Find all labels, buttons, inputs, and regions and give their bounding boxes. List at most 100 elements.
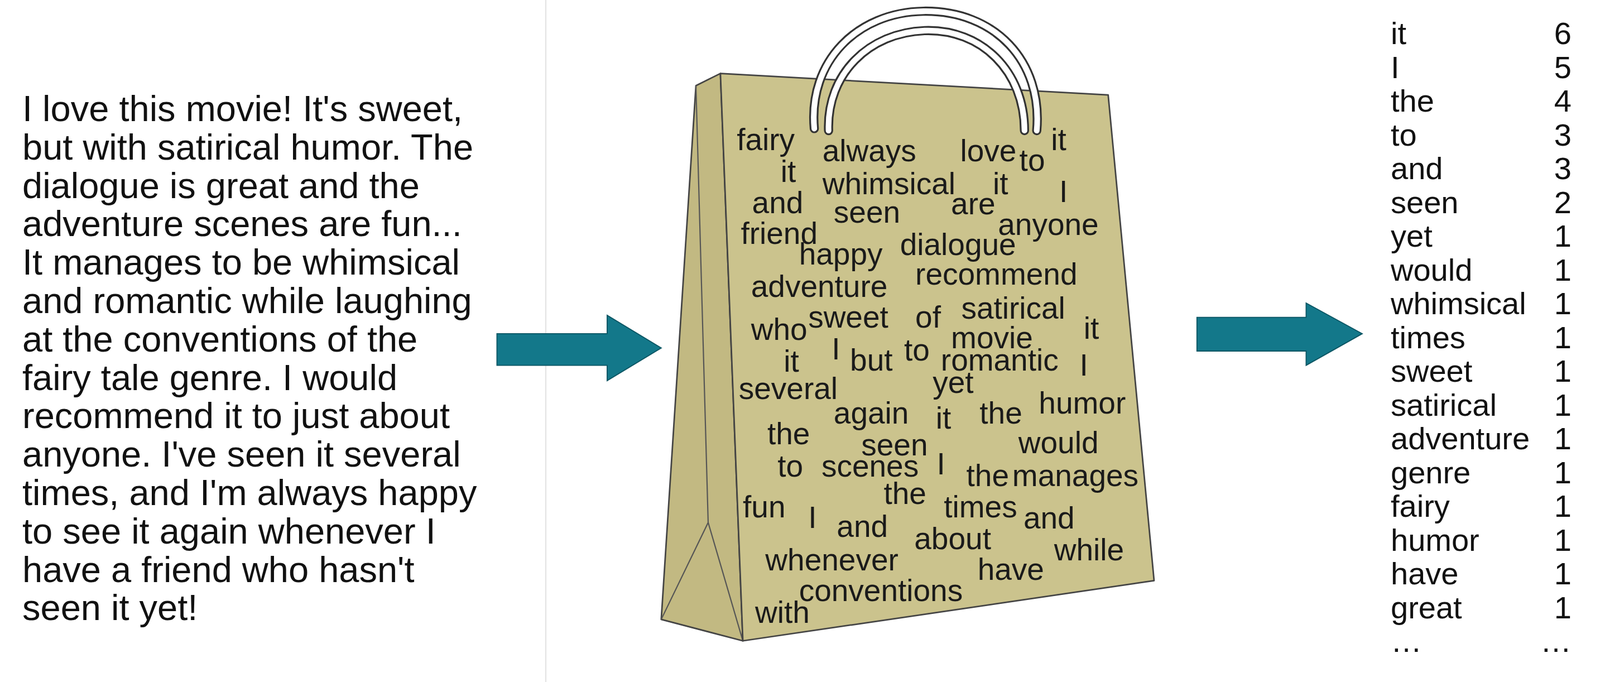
count-cell: 2 (1495, 185, 1572, 220)
count-cell: 1 (1495, 421, 1572, 456)
bag-word: humor (1038, 387, 1126, 419)
bag-word: it (1083, 313, 1100, 344)
word-cell: sweet (1390, 354, 1473, 388)
bag-word: to (904, 334, 930, 366)
count-cell: 1 (1495, 489, 1572, 523)
bag-word: to (777, 450, 804, 482)
bag-word: I (1079, 349, 1088, 381)
bag-word: always (822, 135, 917, 167)
bag-word: but (849, 344, 893, 376)
count-cell: 1 (1495, 556, 1572, 591)
bag-word: satirical (961, 292, 1065, 324)
bag-front (720, 73, 1155, 642)
bag-word: adventure (751, 271, 888, 302)
bag-word: I (1059, 176, 1068, 208)
count-cell: 1 (1495, 320, 1572, 355)
word-cell: the (1390, 84, 1435, 118)
bag-fold (708, 522, 743, 641)
bag-word: yet (932, 367, 974, 398)
bag-word: whimsical (822, 168, 956, 200)
count-cell: 1 (1495, 455, 1572, 490)
bag-word: it (783, 346, 800, 377)
bag-word: have (977, 554, 1045, 585)
word-cell: it (1390, 16, 1407, 51)
word-cell: great (1390, 591, 1463, 625)
bag-word: again (833, 397, 910, 429)
count-cell: 1 (1495, 388, 1572, 422)
bag-word: I (808, 502, 817, 533)
bag-word: and (836, 511, 888, 542)
count-cell: 1 (1495, 523, 1572, 557)
count-cell: … (1495, 624, 1572, 658)
bag-word: conventions (799, 575, 964, 607)
bag-word: fairy (736, 124, 795, 156)
bag-word: happy (799, 238, 883, 270)
bag-word: of (915, 301, 941, 333)
bag-handle (828, 30, 1025, 131)
word-cell: humor (1390, 523, 1480, 557)
bag-fold (661, 85, 709, 620)
count-cell: 5 (1495, 50, 1572, 85)
bag-word: to (1019, 145, 1046, 176)
bag-word: dialogue (900, 229, 1017, 261)
bag-handle (813, 11, 1037, 131)
word-cell: would (1390, 253, 1473, 287)
word-cell: whimsical (1390, 286, 1527, 321)
bag-word: whenever (765, 544, 898, 576)
block-arrow (496, 315, 661, 381)
count-cell: 1 (1495, 591, 1572, 625)
review-text: I love this movie! It's sweet, but with … (22, 89, 485, 628)
bag-word: the (979, 397, 1022, 429)
bag-word: sweet (808, 301, 889, 333)
bag-word: it (1050, 124, 1067, 156)
count-cell: 3 (1495, 151, 1572, 186)
bag-word: I (831, 333, 840, 365)
bag-word: and (1023, 502, 1075, 534)
block-arrow (1197, 303, 1363, 366)
count-cell: 1 (1495, 253, 1572, 287)
bag-word: who (751, 314, 808, 345)
bag-word: it (780, 156, 797, 187)
word-cell: adventure (1390, 421, 1530, 456)
word-cell: have (1390, 556, 1459, 591)
bag-handle (813, 11, 1037, 131)
bag-word: fun (742, 491, 786, 523)
word-cell: satirical (1390, 388, 1497, 422)
bag-word: the (883, 478, 926, 509)
bag-word: would (1018, 427, 1099, 459)
count-cell: 1 (1495, 286, 1572, 321)
word-cell: to (1390, 118, 1417, 152)
count-cell: 6 (1495, 16, 1572, 51)
word-cell: seen (1390, 185, 1459, 220)
bag-word: are (950, 188, 996, 220)
bag-word: scenes (821, 450, 919, 482)
bag-word: the (767, 418, 810, 450)
bag-contents: fairyalwayslovetoititwhimsicalitIandseen… (652, 61, 1159, 646)
bag-handle (828, 30, 1025, 131)
bag-word: the (966, 460, 1009, 492)
bag-word: with (755, 597, 810, 628)
bag-word: times (943, 491, 1017, 523)
bag-word: it (935, 402, 952, 434)
bag-word: recommend (915, 258, 1078, 290)
bag-word: while (1054, 534, 1124, 566)
word-cell: fairy (1390, 489, 1450, 523)
bag-word: love (960, 135, 1017, 167)
bag-word: several (738, 373, 838, 405)
count-cell: 3 (1495, 118, 1572, 152)
count-cell: 1 (1495, 354, 1572, 388)
bag-word: seen (833, 197, 901, 228)
word-cell: times (1390, 320, 1466, 355)
count-cell: 1 (1495, 219, 1572, 253)
word-cell: and (1390, 151, 1443, 186)
word-cell: … (1390, 624, 1422, 658)
count-cell: 4 (1495, 84, 1572, 118)
bag-word: and (752, 187, 804, 219)
word-cell: genre (1390, 455, 1471, 490)
word-cell: I (1390, 50, 1400, 85)
bag-word: about (914, 523, 992, 555)
bag-word: I (937, 448, 946, 480)
bag-word: manages (1012, 460, 1139, 492)
word-cell: yet (1390, 219, 1433, 253)
